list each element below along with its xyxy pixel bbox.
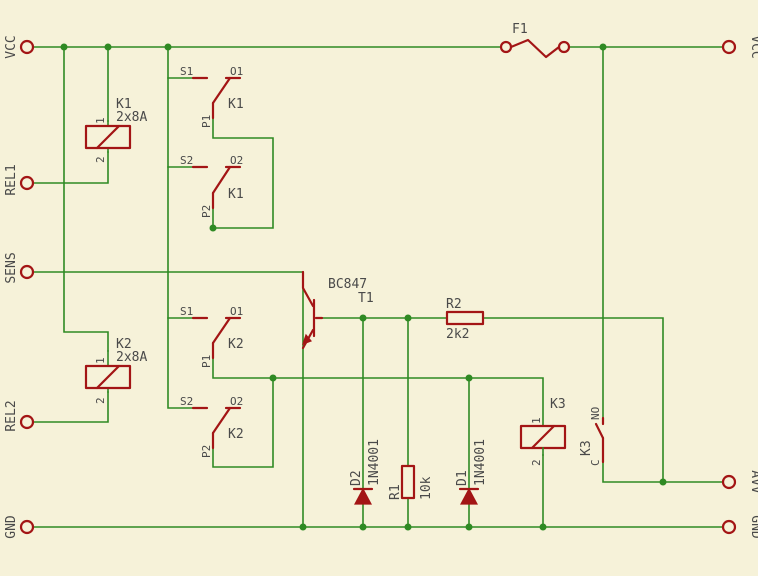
port-label-avv: AVV bbox=[748, 470, 758, 494]
diode-d2-name: D2 bbox=[349, 470, 364, 486]
port-label-rel2: REL2 bbox=[4, 400, 19, 431]
junction-dot bbox=[404, 314, 412, 322]
diode-d1-name: D1 bbox=[455, 470, 470, 486]
resistor-r2: R2 2k2 bbox=[445, 297, 485, 342]
contact-label-o: O2 bbox=[230, 395, 243, 408]
contact-label-o: O2 bbox=[230, 154, 243, 167]
relay-k2-pin2: 2 bbox=[94, 397, 107, 404]
junction-dot bbox=[60, 43, 68, 51]
port-label-vcc-left: VCC bbox=[4, 35, 19, 58]
transistor-type: BC847 bbox=[328, 277, 367, 292]
switch-k3-name: K3 bbox=[579, 440, 594, 456]
relay-k3-pin2: 2 bbox=[530, 459, 543, 466]
junction-dot bbox=[209, 224, 217, 232]
contact-label-o: O1 bbox=[230, 305, 243, 318]
relay-k1-value: 2x8A bbox=[116, 110, 147, 125]
junction-dot bbox=[104, 43, 112, 51]
resistor-r2-name: R2 bbox=[446, 297, 462, 312]
fuse-f1-name: F1 bbox=[512, 22, 528, 37]
contact-label-s: S1 bbox=[180, 305, 193, 318]
transistor-t1: BC847 T1 bbox=[301, 270, 374, 350]
transistor-name: T1 bbox=[358, 291, 374, 306]
terminal-gnd-right bbox=[721, 519, 737, 535]
relay-k3-pin1: 1 bbox=[530, 417, 543, 424]
terminal-avv bbox=[721, 474, 737, 490]
terminal-sens bbox=[19, 264, 35, 280]
relay-contact-k2-1: S1 O1 P1 K2 bbox=[180, 305, 244, 368]
fuse-f1: F1 bbox=[499, 22, 571, 59]
port-label-gnd-right: GND bbox=[748, 515, 758, 539]
terminals bbox=[19, 39, 737, 535]
diode-d2: D2 1N4001 bbox=[349, 439, 382, 505]
resistor-r1-value: 10k bbox=[419, 476, 434, 500]
junction-dot bbox=[599, 43, 607, 51]
contact-label-s: S2 bbox=[180, 154, 193, 167]
switch-k3-c: C bbox=[589, 459, 602, 466]
junction-dot bbox=[659, 478, 667, 486]
contact-label-s: S1 bbox=[180, 65, 193, 78]
junction-dot bbox=[359, 314, 367, 322]
contact-relay-name: K1 bbox=[228, 187, 244, 202]
junction-dot bbox=[539, 523, 547, 531]
junction-dot bbox=[465, 523, 473, 531]
relay-coil-k2: K2 2x8A 1 2 bbox=[84, 337, 147, 404]
wires bbox=[33, 46, 723, 528]
relay-contact-k1-2: S2 O2 P2 K1 bbox=[180, 154, 244, 218]
diode-d1-value: 1N4001 bbox=[473, 439, 488, 486]
relay-k1-name: K1 bbox=[116, 97, 132, 112]
resistor-r1: R1 10k bbox=[388, 464, 434, 500]
terminal-rel1 bbox=[19, 175, 35, 191]
junction-dot bbox=[269, 374, 277, 382]
relay-k1-pin2: 2 bbox=[94, 156, 107, 163]
terminal-gnd-left bbox=[19, 519, 35, 535]
relay-k3-name: K3 bbox=[550, 397, 566, 412]
relay-k2-name: K2 bbox=[116, 337, 132, 352]
contact-label-p: P2 bbox=[200, 205, 213, 218]
port-label-vcc-right: VCC bbox=[748, 35, 758, 58]
junctions bbox=[60, 43, 667, 531]
diode-d1: D1 1N4001 bbox=[455, 439, 488, 505]
terminal-rel2 bbox=[19, 414, 35, 430]
contact-relay-name: K2 bbox=[228, 337, 244, 352]
contact-label-s: S2 bbox=[180, 395, 193, 408]
resistor-r1-name: R1 bbox=[388, 484, 403, 500]
switch-k3-no: NO bbox=[589, 407, 602, 420]
relay-switch-k3: NO C K3 bbox=[579, 407, 605, 466]
relay-coil-k1: K1 2x8A 1 2 bbox=[84, 97, 147, 163]
port-label-rel1: REL1 bbox=[4, 164, 19, 195]
relay-k2-pin1: 1 bbox=[94, 357, 107, 364]
junction-dot bbox=[164, 43, 172, 51]
relay-k2-value: 2x8A bbox=[116, 350, 147, 365]
diode-d2-value: 1N4001 bbox=[367, 439, 382, 486]
junction-dot bbox=[465, 374, 473, 382]
junction-dot bbox=[404, 523, 412, 531]
port-label-sens: SENS bbox=[4, 252, 19, 283]
junction-dot bbox=[359, 523, 367, 531]
relay-coil-k3: K3 1 2 bbox=[519, 397, 567, 466]
contact-label-p: P1 bbox=[200, 115, 213, 128]
relay-contact-k2-2: S2 O2 P2 K2 bbox=[180, 395, 244, 458]
contact-relay-name: K1 bbox=[228, 97, 244, 112]
port-label-gnd-left: GND bbox=[4, 515, 19, 539]
contact-label-p: P2 bbox=[200, 445, 213, 458]
terminal-vcc-right bbox=[721, 39, 737, 55]
contact-label-p: P1 bbox=[200, 355, 213, 368]
relay-k1-pin1: 1 bbox=[94, 117, 107, 124]
junction-dot bbox=[299, 523, 307, 531]
resistor-r2-value: 2k2 bbox=[446, 327, 469, 342]
contact-label-o: O1 bbox=[230, 65, 243, 78]
terminal-vcc-left bbox=[19, 39, 35, 55]
relay-contact-k1-1: S1 O1 P1 K1 bbox=[180, 65, 244, 128]
contact-relay-name: K2 bbox=[228, 427, 244, 442]
